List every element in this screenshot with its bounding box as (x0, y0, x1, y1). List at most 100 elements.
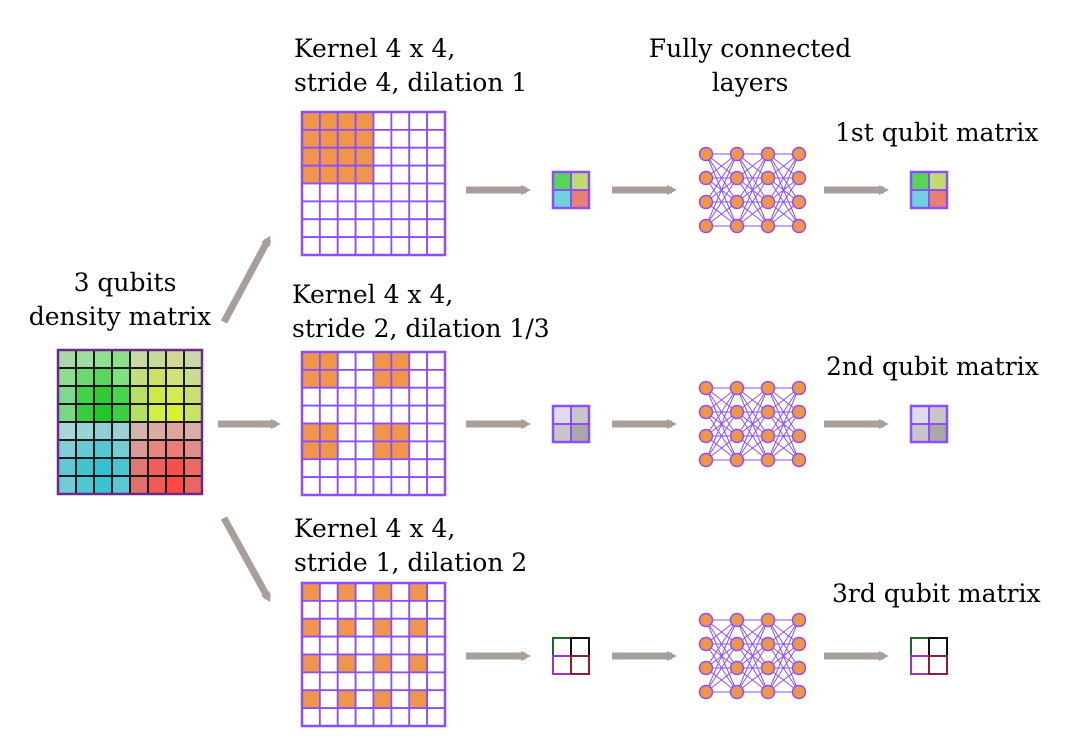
input-cell (75, 403, 95, 423)
input-cell (147, 475, 167, 495)
input-cell (165, 367, 185, 387)
kernel-cell (336, 635, 357, 656)
kernel-cell (408, 422, 429, 443)
kernel-cell (301, 671, 321, 692)
fc-node (698, 660, 714, 676)
kernel-cell (408, 635, 429, 656)
input-cell (93, 439, 113, 459)
fc-node (698, 636, 714, 652)
kernel-cell (336, 707, 357, 727)
kernel-cell-active (301, 351, 321, 371)
fc-node (729, 146, 745, 162)
kernel-cell-active (336, 128, 357, 149)
input-cell (147, 385, 167, 405)
input-cell (165, 349, 185, 369)
output-matrix-border (909, 404, 949, 444)
kernel-cell-active (336, 164, 357, 185)
kernel-cell (372, 458, 393, 479)
kernel-cell (372, 164, 393, 185)
pooled-matrices (551, 170, 591, 675)
kernel-cell (426, 458, 446, 479)
kernel-cell-active (318, 111, 339, 131)
kernel-cell (426, 218, 446, 239)
input-cell (183, 457, 203, 477)
kernel-cell (408, 236, 429, 256)
fc-node (760, 428, 776, 444)
input-cell (183, 367, 203, 387)
kernel-cell (301, 599, 321, 620)
kernel-border (300, 350, 447, 497)
kernel-cell-active (318, 440, 339, 461)
fc-node (698, 146, 714, 162)
kernel-cell (354, 404, 375, 425)
input-density-matrix (56, 348, 204, 496)
fc-edge (705, 619, 738, 669)
kernel-cell (354, 351, 375, 371)
fc-node (729, 170, 745, 186)
kernel-cell (318, 689, 339, 710)
input-cell (129, 403, 149, 423)
kernel-cell (301, 458, 321, 479)
input-cell (129, 349, 149, 369)
input-cell (75, 421, 95, 441)
output-matrix-cell (910, 405, 930, 425)
pooled-matrix-border (551, 404, 591, 444)
fc-node (698, 452, 714, 468)
kernel-cell (390, 635, 411, 656)
kernel-cell (390, 146, 411, 167)
kernel-cell (372, 386, 393, 407)
fc-edge (767, 411, 800, 461)
kernel-cell (426, 689, 446, 710)
kernel-cell-active (301, 689, 321, 710)
fc-node (729, 452, 745, 468)
kernel-cell (372, 200, 393, 221)
pooled-matrix-cell (570, 171, 590, 191)
input-cell (129, 421, 149, 441)
input-cell (147, 421, 167, 441)
kernel-cell (426, 146, 446, 167)
pooled-matrix-border (551, 170, 591, 210)
kernel-cell (408, 128, 429, 149)
kernel-cell (318, 617, 339, 638)
pooled-matrix-cell (552, 637, 572, 657)
kernel-cell (318, 476, 339, 496)
kernel-cell (408, 182, 429, 203)
fc-node (791, 404, 807, 420)
flow-arrow (220, 235, 272, 324)
kernel-cell (301, 182, 321, 203)
output2-label: 2nd qubit matrix (826, 352, 1039, 381)
kernel-cell (318, 200, 339, 221)
fc-edge (767, 619, 800, 693)
kernel-cell (372, 218, 393, 239)
kernel-cell (372, 599, 393, 620)
kernel-cell (336, 476, 357, 496)
kernel-cell (426, 128, 446, 149)
kernel3-line1: Kernel 4 x 4, (294, 514, 456, 543)
fc-edge (705, 387, 738, 437)
kernel-cell (408, 164, 429, 185)
input-cell (93, 457, 113, 477)
kernel-cell (390, 128, 411, 149)
kernel-cell (390, 599, 411, 620)
kernel-cell (426, 617, 446, 638)
input-cell (93, 367, 113, 387)
kernel2-line2: stride 2, dilation 1/3 (292, 314, 550, 343)
kernel-cell-active (336, 582, 357, 602)
kernel-cell-active (301, 653, 321, 674)
fc-node (791, 218, 807, 234)
input-cell (111, 403, 131, 423)
kernel-cell (301, 200, 321, 221)
kernel-cell (408, 146, 429, 167)
input-cell (165, 439, 185, 459)
kernel-cell (372, 146, 393, 167)
kernel-cell (426, 476, 446, 496)
kernel-cell (408, 351, 429, 371)
fc-edge (705, 619, 738, 693)
fc-edge (705, 153, 738, 227)
kernel-cell (336, 218, 357, 239)
kernel-cell-active (390, 368, 411, 389)
output1-label: 1st qubit matrix (835, 118, 1039, 147)
kernel-cell (354, 653, 375, 674)
fc-node (760, 194, 776, 210)
